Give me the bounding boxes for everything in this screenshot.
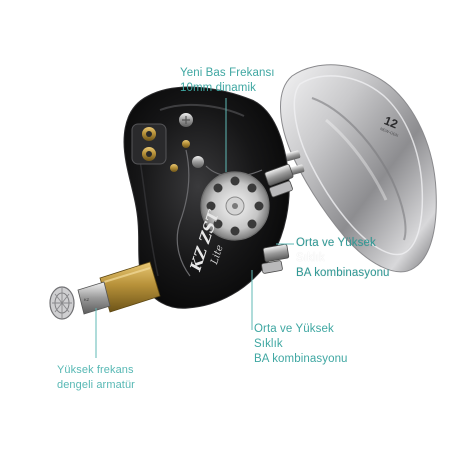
callout-high-line1: Yüksek frekans	[57, 364, 134, 376]
callout-mid1-line3: BA kombinasyonu	[296, 267, 390, 279]
callout-bass-line2: 10mm dinamik	[180, 82, 256, 94]
svg-text:12: 12	[382, 113, 400, 131]
filter-mesh	[49, 286, 75, 320]
contact-screws	[170, 113, 204, 172]
two-pin-connector	[131, 123, 167, 165]
svg-text:KZ: KZ	[84, 297, 90, 302]
faceplate-badge: 12 NEW-GEN	[379, 113, 400, 138]
callout-high-freq-armature: Yüksek frekans dengeli armatür	[57, 363, 135, 393]
callout-mid-high-ba-upper: Orta ve Yüksek Sıklık BA kombinasyonu	[296, 236, 390, 281]
callout-bass-line1: Yeni Bas Frekansı	[180, 67, 275, 79]
callout-mid1-line1: Orta ve Yüksek	[296, 237, 376, 249]
callout-high-line2: dengeli armatür	[57, 379, 135, 391]
leader-lines	[95, 98, 294, 358]
svg-text:NEW-GEN: NEW-GEN	[379, 126, 399, 138]
callout-bass-driver: Yeni Bas Frekansı 10mm dinamik	[180, 66, 275, 96]
nozzle: KZ	[77, 261, 161, 315]
shell-body: KZ ZST Lite	[123, 86, 294, 309]
callout-mid2-line2: Sıklık	[254, 338, 283, 350]
ba-driver-upper	[264, 164, 294, 198]
ba-driver-lower	[261, 243, 290, 274]
dynamic-driver	[200, 171, 270, 241]
callout-mid2-line1: Orta ve Yüksek	[254, 323, 334, 335]
callout-mid2-line3: BA kombinasyonu	[254, 353, 348, 365]
callout-mid-high-ba-lower: Orta ve Yüksek Sıklık BA kombinasyonu	[254, 322, 348, 367]
callout-mid1-line2: Sıklık	[296, 252, 325, 264]
